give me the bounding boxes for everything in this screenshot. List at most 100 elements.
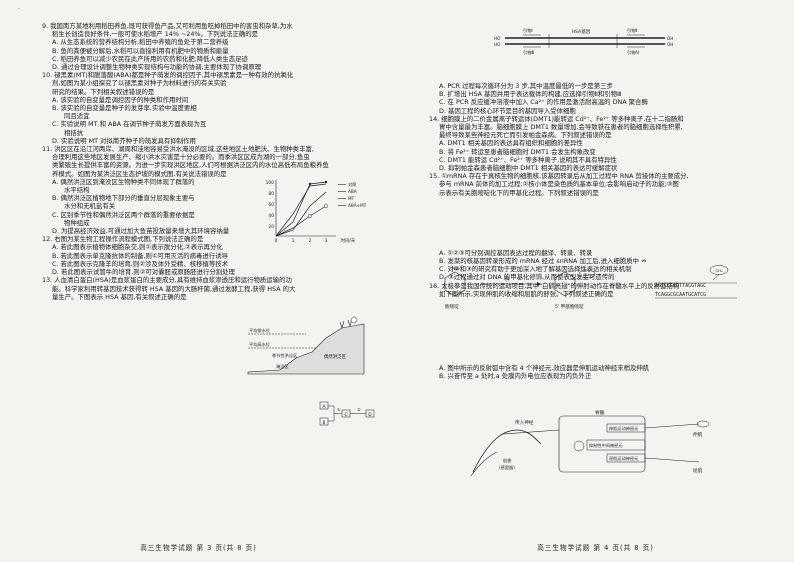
slope-label-high-water: 平均高水位 — [249, 341, 270, 348]
q12-option-a: A. 若此图表示植物体细胞杂交,则①表示脱分化,②表示再分化 — [52, 243, 223, 252]
reflex-receptor-label: (感受器) — [499, 464, 515, 471]
q14-option-c: C. DMT1 能转运 Cd²⁺、Fe²⁺ 等多种离子,说明其不具有特异性 — [439, 155, 617, 164]
cytosine-structure: NH₂ — [444, 266, 466, 297]
q13-line-2: 能。科学家利用转基因技术获得转 HSA 基因的大肠杆菌,通过发酵工程,获得 HS… — [52, 284, 296, 293]
series-control — [275, 181, 327, 237]
flow-step-2: ② — [357, 407, 361, 412]
series-aba-mt — [275, 191, 327, 237]
q13-line-1: 13. 人血清白蛋白(HSA)是血浆蛋白的主要成分,具有维持血浆渗透压和运行物质… — [42, 276, 292, 285]
q11-option-b: B. 偶然洪泛区植物地下部分的垂直分层现象主要与 — [52, 194, 195, 203]
methylation-diagram: NH₂ 胞嘧啶 酶 CH₃ 5' 甲基胞嘧啶 CH₃ AGTCCGCGTTACG… — [437, 262, 767, 314]
hsa-dna-diagram: HSA基因 HO OH 引物Ⅰ 引物Ⅱ 引物Ⅲ 引物Ⅳ HO OH — [493, 24, 677, 76]
question-9: 9. 我国南方某地利用稻田养鱼,既可获得鱼产品,又可利用鱼吃掉稻田中的害虫和杂草… — [42, 22, 390, 71]
flow-node-a: A — [322, 404, 325, 410]
q11-line-2: 合理利用这些地区发展生产、缩小洪水灾害是十分必要的。而季洪区区成为湖的一部分,鱼… — [52, 153, 310, 162]
right-column: A. PCR 过程每次循环分为 3 步,其中温度最低的一步是第三步 B. 扩增出… — [429, 82, 779, 380]
cytosine-label: 胞嘧啶 — [445, 303, 459, 310]
chart-ytick: 20 — [268, 224, 274, 230]
q11-line-1: 11. 洪区区在沿江河两岸、湖周和洼地容易受洪水淹没的区域,这些地区土地肥沃、生… — [42, 145, 314, 154]
q10-stem-1: 10. 褪黑素(MT)和脱落酸(ABA)都是种子萌发的调控因子,其中褪黑素是一种… — [42, 71, 294, 80]
germination-chart: 100 80 60 40 20 0 1 2 3 时间/天 对照 ABA MT A… — [262, 176, 372, 246]
q9-stem-1: 9. 我国南方某地利用稻田养鱼,既可获得鱼产品,又可利用鱼吃掉稻田中的害虫和杂草… — [42, 22, 293, 30]
flow-step-1: ① — [337, 407, 341, 412]
q11-option-a-cont: 水平结构 — [64, 186, 90, 195]
slope-label-normal-water: 平均常水位 — [249, 327, 270, 334]
reflex-extensor-neuron-label: 伸肌运动神经元 — [609, 425, 638, 432]
q11-option-c: C. 区别季节性和偶然洪泛区两个群落的重要依据是 — [52, 210, 195, 219]
q13-option-b: B. 扩增出 HSA 基因并用于表达载体的构建,应选择引物Ⅱ和引物Ⅲ — [439, 90, 622, 99]
question-14: 14. 细胞膜上的二价金属离子转运体(DMT1)能转运 Cd²⁺、Fe²⁺ 等多… — [429, 115, 779, 172]
methylcytosine-structure: CH₃ — [554, 269, 596, 297]
question-12: 12. 右图为某生物工程操作流程模式图,下列说法正确的是 A. 若此图表示植物体… — [42, 235, 390, 276]
svg-text:NH₂: NH₂ — [452, 266, 460, 271]
q9-option-d: D. 通过合理设计调整生物种类实现结构与功能的协调,主要体现了协调原理 — [52, 63, 262, 72]
q14-option-a: A. DMT1 相关基因的表达具有组织和细胞的差异性 — [439, 139, 583, 148]
q14-line-1: 14. 细胞膜上的二价金属离子转运体(DMT1)能转运 Cd²⁺、Fe²⁺ 等多… — [429, 114, 684, 123]
q10-option-a: A. 该实验的自变量是调控因子的种类和作用时间 — [52, 95, 189, 104]
dna-ho-bottom: HO — [494, 42, 501, 47]
flow-node-d: D — [368, 412, 372, 418]
q10-option-b: B. 该实验的自变量是种子的发芽率,实验中温度要相 — [52, 104, 197, 113]
question-13: 13. 人血清白蛋白(HSA)是血浆蛋白的主要成分,具有维持血浆渗透压和运行物质… — [42, 276, 390, 301]
primer-1: 引物Ⅰ — [523, 27, 533, 34]
chart-xtick: 3 — [325, 238, 328, 244]
q14-option-d: D. 抑制帕金森患者脑细胞中 DMT1 相关基因的表达可缓解症状 — [439, 164, 618, 173]
enzyme-label: 酶 — [505, 275, 510, 282]
q13-option-d: D. 基因工程的核心环节是目的基因导入受体细胞 — [439, 106, 576, 115]
q10-option-b-cont: 同且适宜 — [64, 112, 90, 121]
left-column: 9. 我国南方某地利用稻田养鱼,既可获得鱼产品,又可利用鱼吃掉稻田中的害虫和杂草… — [42, 22, 390, 301]
q11-option-c-cont: 物种组成 — [64, 218, 90, 227]
process-flow-diagram: A B C D ① ② — [318, 398, 380, 430]
series-mt — [275, 183, 327, 237]
dna-ho-top: HO — [494, 36, 501, 41]
q12-option-d: D. 若此图表示试管牛的培育,则②可对囊胚或原肠胚进行分割处理 — [52, 268, 235, 277]
chart-legend-item: 对照 — [348, 181, 356, 188]
q10-stem-2: 剂,如图为某小组探究了以褪黑素对种子为材料进行的有关实验 — [52, 79, 227, 88]
dna-sequence-bottom: TCAGGCGCAATGCATCG — [655, 292, 706, 298]
q16-line-1: 16. 太极拳是我国传统的运动项目,其中"白鹤亮翅"的伸肘动作在脊髓水平上的反射… — [429, 281, 680, 290]
chart-xtick: 1 — [292, 238, 295, 244]
q15-figure-space — [429, 197, 779, 249]
chart-ytick: 40 — [268, 213, 274, 219]
q15-option-c: C. 对②和③的研究有助于更加深入地了解基因选择性表达的相关机制 — [439, 265, 632, 274]
left-page-footer: 高三生物学试题 第 3 页(共 8 页) — [140, 543, 257, 552]
q15-option-a: A. ①②③可分别调控基因表达过程的翻译、转录、转录 — [439, 248, 593, 257]
q14-line-3: 最终导致某些神经元死亡而引发帕金森病。下列叙述错误的是 — [439, 131, 612, 140]
reflex-interneuron-label: 抑制性中间神经元 — [589, 442, 623, 449]
flow-node-c: C — [344, 412, 347, 418]
q16-line-2: 如下图所示,实现伸肌的收缩和屈肌的舒张。下列叙述正确的是 — [439, 289, 614, 298]
question-15: 15. ①mRNA 存在于真核生物的细胞核,该基因转录后从加工过程中 RNA 剪… — [429, 172, 779, 281]
q16-option-a: A. 图中所示的反射弧中含有 4 个神经元,效应器是伸肌运动神经末梢及伸肌 — [439, 364, 650, 373]
flow-node-b: B — [322, 420, 325, 426]
question-10: 10. 褪黑素(MT)和脱落酸(ABA)都是种子萌发的调控因子,其中褪黑素是一种… — [42, 71, 390, 145]
methylcytosine-label: 5' 甲基胞嘧啶 — [555, 303, 584, 310]
chart-xtick: 2 — [309, 238, 312, 244]
question-16: 16. 太极拳是我国传统的运动项目,其中"白鹤亮翅"的伸肘动作在脊髓水平上的反射… — [429, 282, 779, 381]
q9-stem-2: 稻生长创造良好条件,一般可使水稻增产 14% ~24%。下列说法正确的是 — [52, 30, 259, 39]
reflex-afferent-label: 传入神经 — [515, 419, 534, 426]
chart-legend-item: ABA+MT — [348, 203, 367, 208]
q9-option-b: B. 鱼的粪便被分解后,水稻可以直接利用有机肥中的物质和能量 — [52, 46, 229, 55]
slope-label-submerged: 淹没区 — [276, 363, 289, 370]
primer-4: 引物Ⅳ — [627, 49, 639, 56]
primer-2: 引物Ⅱ — [627, 27, 637, 34]
q12-stem: 12. 右图为某生物工程操作流程模式图,下列说法正确的是 — [42, 235, 204, 244]
q15-line-3: 示表示有关胞嘧啶化下的甲基化过程。下列叙述错误的是 — [439, 188, 599, 197]
q13-options: A. PCR 过程每次循环分为 3 步,其中温度最低的一步是第三步 B. 扩增出… — [429, 82, 779, 115]
chart-xlabel: 时间/天 — [341, 237, 356, 244]
floodplain-diagram: 平均常水位 平均高水位 季节性洪泛区 偶然洪泛区 淹没区 — [246, 316, 368, 376]
page-right: HSA基因 HO OH 引物Ⅰ 引物Ⅱ 引物Ⅲ 引物Ⅳ HO OH A. PCR… — [397, 0, 794, 562]
methyl-group-label: CH₃ — [715, 268, 723, 273]
q15-option-d: D. ③过程通过对 DNA 的甲基化修饰,从而使表型发生可遗传的 — [439, 273, 615, 282]
q15-option-b: B. 发菜的核基因转录形成的 mRNA 经过 snRNA 加工后,进入细胞质中 … — [439, 257, 647, 266]
q11-option-a: A. 偶然洪泛区到淹没区生物种类不同体现了群落的 — [52, 177, 195, 186]
chart-legend-item: ABA — [348, 189, 357, 194]
page-left: · 9. 我国南方某地利用稻田养鱼,既可获得鱼产品,又可利用鱼吃掉稻田中的害虫和… — [18, 6, 390, 552]
dna-gene-label: HSA基因 — [572, 28, 591, 35]
series-aba — [275, 205, 327, 237]
q10-option-d: D. 实验说明 MT 对拟南芥种子的萌发具有抑制作用 — [52, 136, 196, 145]
q16-option-b: B. 兴奋传至 a 处时,a 处膜内外电位应表现为内负外正 — [439, 372, 592, 381]
reflex-flexor-neuron-label: 屈肌运动神经元 — [609, 455, 638, 462]
corner-mark: · — [18, 6, 20, 13]
q13-option-c: C. 在 PCR 反应缓冲溶液中加入 Ca²⁺ 的作用是激活耐高温的 DNA 聚… — [439, 98, 648, 107]
